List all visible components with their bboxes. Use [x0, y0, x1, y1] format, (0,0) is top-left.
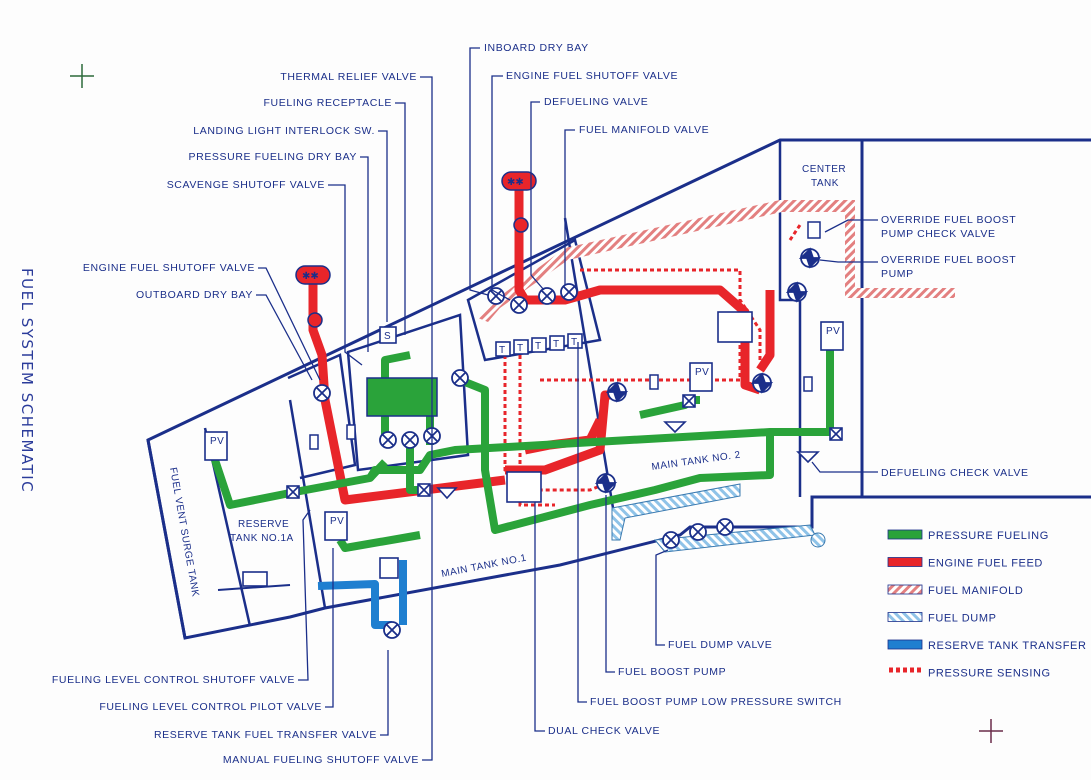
label-override-pump-line1: OVERRIDE FUEL BOOST: [881, 254, 1016, 266]
label-outboard-dry-bay: OUTBOARD DRY BAY: [136, 289, 253, 301]
label-fueling-level-control-pilot-valve: FUELING LEVEL CONTROL PILOT VALVE: [99, 701, 322, 713]
label-scavenge-shutoff-valve: SCAVENGE SHUTOFF VALVE: [167, 179, 325, 191]
label-fuel-manifold-valve: FUEL MANIFOLD VALVE: [579, 124, 709, 136]
label-override-check-valve-line1: OVERRIDE FUEL BOOST: [881, 214, 1016, 226]
legend: PRESSURE FUELING ENGINE FUEL FEED FUEL MAN…: [887, 529, 1087, 680]
valve-inboard-engine-shutoff: [510, 296, 528, 314]
legend-swatch-engine-fuel-feed: [887, 557, 923, 567]
svg-text:PV: PV: [210, 436, 224, 447]
legend-swatch-pressure-fueling: [887, 529, 923, 540]
pump-main-2b: [750, 372, 774, 394]
label-override-pump-line2: PUMP: [881, 268, 914, 280]
svg-text:T: T: [553, 339, 560, 350]
label-fuel-boost-pump: FUEL BOOST PUMP: [618, 666, 726, 678]
registration-mark-top-left: [70, 64, 94, 88]
callout-labels: INBOARD DRY BAY ENGINE FUEL SHUTOFF VALV…: [52, 42, 1029, 766]
label-fueling-receptacle: FUELING RECEPTACLE: [264, 97, 392, 109]
label-main-tank-2: MAIN TANK NO. 2: [651, 450, 742, 473]
legend-swatch-fuel-manifold: [887, 584, 923, 595]
valve-outboard-engine-shutoff: [313, 384, 331, 402]
label-dual-check-valve: DUAL CHECK VALVE: [548, 725, 660, 737]
svg-text:T: T: [535, 341, 542, 352]
legend-swatch-fuel-dump: [887, 612, 923, 622]
legend-swatch-pressure-sensing: [888, 667, 922, 673]
label-pressure-fueling-dry-bay: PRESSURE FUELING DRY BAY: [189, 151, 357, 163]
label-manual-fueling-shutoff-valve: MANUAL FUELING SHUTOFF VALVE: [223, 754, 419, 766]
square-valves: [286, 394, 843, 499]
reserve-transfer-lines: [317, 560, 407, 629]
label-reserve-tank-1a-line2: TANK NO.1A: [230, 533, 294, 544]
pump-override: [798, 247, 822, 269]
t-boxes: [495, 333, 583, 357]
svg-text:PV: PV: [695, 367, 709, 378]
pv-labels: PV PV PV PV: [210, 326, 840, 527]
t-labels: T T T T T: [499, 337, 578, 356]
valve-fuel-manifold: [560, 283, 578, 301]
interlock-switch-symbol: S: [384, 331, 391, 342]
label-thermal-relief-valve: THERMAL RELIEF VALVE: [280, 71, 417, 83]
pump-main-1a: [605, 381, 629, 403]
valves: [313, 283, 734, 639]
svg-text:✱✱: ✱✱: [302, 271, 319, 282]
legend-label-pressure-fueling: PRESSURE FUELING: [928, 530, 1049, 542]
pump-main-2a: [785, 281, 809, 303]
label-defueling-check-valve: DEFUELING CHECK VALVE: [881, 467, 1029, 479]
legend-label-reserve-tank-transfer: RESERVE TANK TRANSFER: [928, 640, 1087, 652]
label-fueling-level-control-shutoff-valve: FUELING LEVEL CONTROL SHUTOFF VALVE: [52, 674, 295, 686]
svg-text:✱✱: ✱✱: [507, 177, 524, 188]
pv-boxes: [204, 321, 844, 541]
valve-fuel-1: [379, 431, 397, 449]
valve-defueling: [538, 287, 556, 305]
fuel-dump-lines: [611, 483, 826, 553]
fuel-manifold-lines: [478, 200, 955, 322]
label-reserve-tank-fuel-transfer-valve: RESERVE TANK FUEL TRANSFER VALVE: [154, 729, 377, 741]
svg-text:T: T: [517, 343, 524, 354]
label-landing-light-interlock: LANDING LIGHT INTERLOCK SW.: [193, 125, 375, 137]
legend-swatch-reserve-tank-transfer: [887, 639, 923, 650]
label-center-tank-line1: CENTER: [802, 164, 846, 175]
label-engine-fuel-shutoff-valve-top: ENGINE FUEL SHUTOFF VALVE: [506, 70, 678, 82]
label-center-tank-line2: TANK: [811, 178, 839, 189]
label-fuel-boost-pump-low-pressure-switch: FUEL BOOST PUMP LOW PRESSURE SWITCH: [590, 696, 842, 708]
label-fuel-vent-surge-tank: FUEL VENT SURGE TANK: [167, 467, 201, 598]
valve-fuel-2: [401, 431, 419, 449]
valve-dump-2: [689, 523, 707, 541]
svg-text:PV: PV: [330, 516, 344, 527]
valve-reserve-transfer: [383, 621, 401, 639]
legend-label-fuel-dump: FUEL DUMP: [928, 613, 997, 625]
leader-lines: [256, 47, 878, 761]
valve-dump-1: [662, 531, 680, 549]
legend-label-fuel-manifold: FUEL MANIFOLD: [928, 585, 1023, 597]
fueling-manifold-block: [366, 377, 438, 417]
label-engine-fuel-shutoff-valve-left: ENGINE FUEL SHUTOFF VALVE: [83, 262, 255, 274]
page-title: FUEL SYSTEM SCHEMATIC: [18, 268, 36, 493]
pumps: [594, 247, 822, 494]
svg-text:T: T: [571, 337, 578, 348]
level-sensors: [309, 221, 821, 450]
svg-text:T: T: [499, 345, 506, 356]
legend-label-engine-fuel-feed: ENGINE FUEL FEED: [928, 558, 1043, 570]
engine-connector-inboard: ✱✱: [501, 171, 537, 233]
registration-mark-bottom-right: [979, 719, 1003, 743]
label-inboard-dry-bay: INBOARD DRY BAY: [484, 42, 589, 54]
svg-text:PV: PV: [826, 326, 840, 337]
label-main-tank-1: MAIN TANK NO.1: [440, 553, 527, 580]
interlock-switch-box: [379, 326, 397, 344]
label-override-check-valve-line2: PUMP CHECK VALVE: [881, 228, 996, 240]
label-reserve-tank-1a-line1: RESERVE: [238, 519, 289, 530]
label-fuel-dump-valve: FUEL DUMP VALVE: [668, 639, 772, 651]
valve-scavenge: [451, 369, 469, 387]
check-valves: [242, 311, 820, 587]
valve-dump-3: [716, 518, 734, 536]
legend-label-pressure-sensing: PRESSURE SENSING: [928, 668, 1051, 680]
label-defueling-valve: DEFUELING VALVE: [544, 96, 648, 108]
engine-connector-outboard: ✱✱: [295, 265, 331, 328]
pump-fuel-boost: [594, 472, 618, 494]
